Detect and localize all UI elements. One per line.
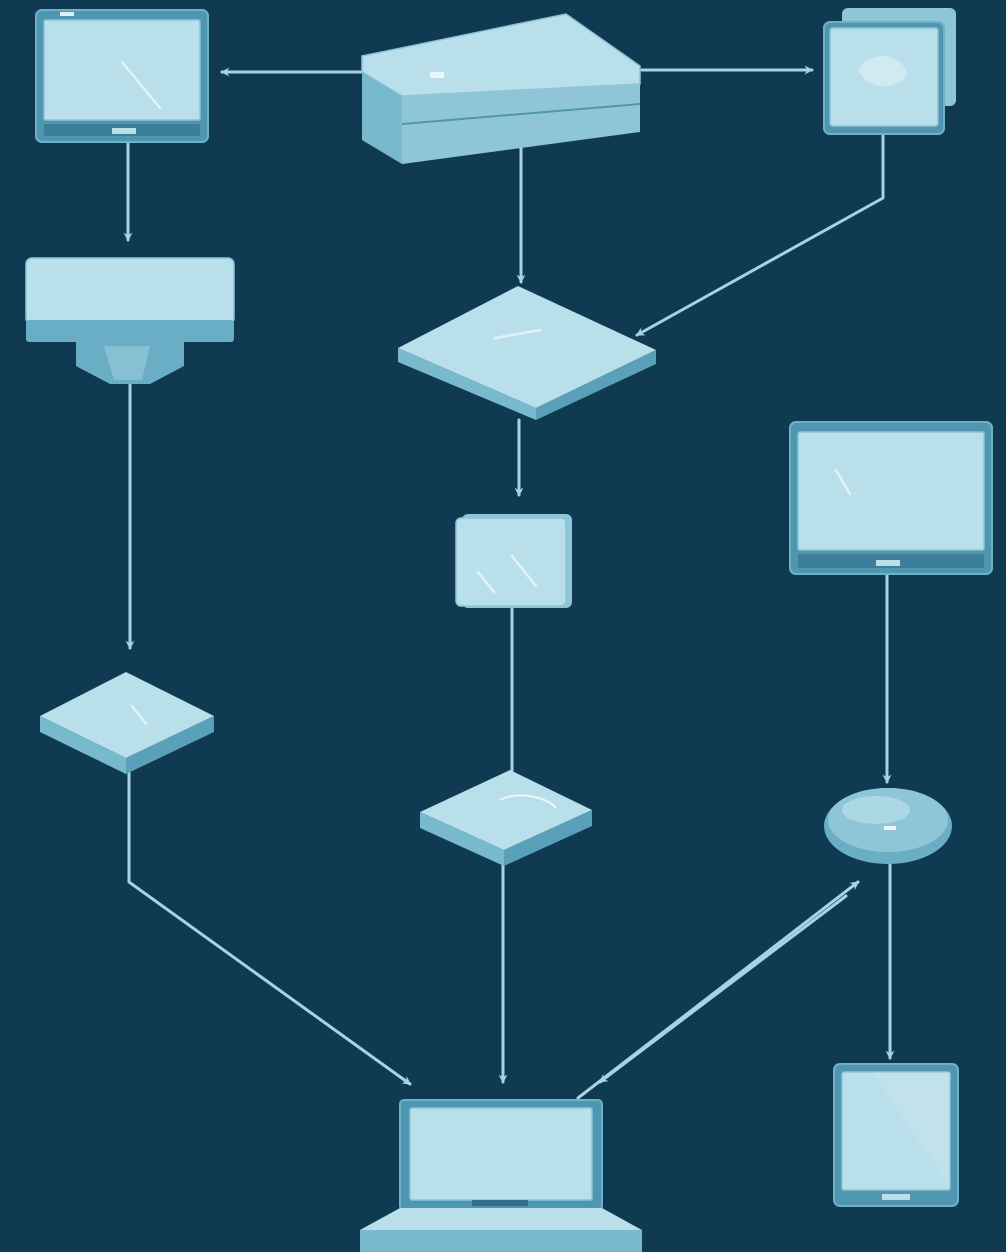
monitor-icon[interactable] xyxy=(35,9,209,143)
oval-node-icon[interactable] xyxy=(824,788,952,864)
stacked-tablet-icon[interactable] xyxy=(823,8,956,135)
edge-tablet-to-diamond xyxy=(635,132,885,337)
edge-diamond-left-to-laptop xyxy=(127,768,412,1086)
laptop-icon[interactable] xyxy=(360,1099,642,1252)
router-block-icon[interactable] xyxy=(25,257,235,384)
tablet-icon[interactable] xyxy=(833,1063,959,1207)
server-box-icon[interactable] xyxy=(361,13,641,164)
monitor-icon[interactable] xyxy=(789,421,993,575)
box-icon[interactable] xyxy=(455,514,572,608)
diamond-decision-icon[interactable] xyxy=(40,672,214,774)
diamond-decision-icon[interactable] xyxy=(420,770,592,866)
diamond-decision-icon[interactable] xyxy=(398,286,656,420)
edges xyxy=(123,65,895,1100)
edge-oval-to-laptop xyxy=(598,894,848,1084)
